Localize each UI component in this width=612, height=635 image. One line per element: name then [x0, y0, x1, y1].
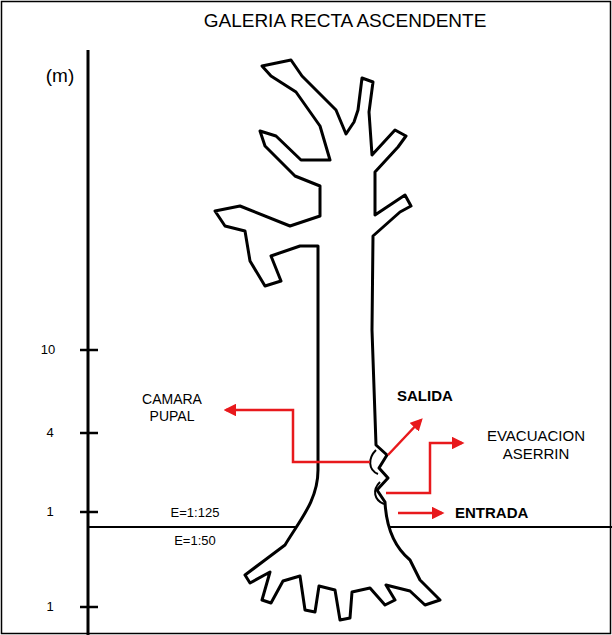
leader-arrows — [226, 410, 462, 513]
scale-note: E=1:50 — [150, 533, 240, 549]
part-label: ENTRADA — [455, 504, 555, 522]
axis-tick-label: 1 — [36, 504, 64, 520]
axis-tick-label: 1 — [36, 599, 64, 615]
part-label: SALIDA — [397, 387, 477, 405]
diagram-title: GALERIA RECTA ASCENDENTE — [100, 10, 590, 33]
axis-ticks — [80, 350, 98, 607]
tree-outline — [215, 60, 440, 620]
axis-tick-label: 10 — [30, 342, 66, 358]
height-axis — [87, 50, 90, 635]
axis-unit: (m) — [30, 65, 90, 88]
part-label: EVACUACION ASERRIN — [466, 427, 606, 463]
part-label: CAMARA PUPAL — [122, 391, 222, 425]
gallery-chambers — [370, 450, 384, 504]
axis-tick-label: 4 — [36, 425, 64, 441]
scale-note: E=1:125 — [150, 505, 240, 521]
